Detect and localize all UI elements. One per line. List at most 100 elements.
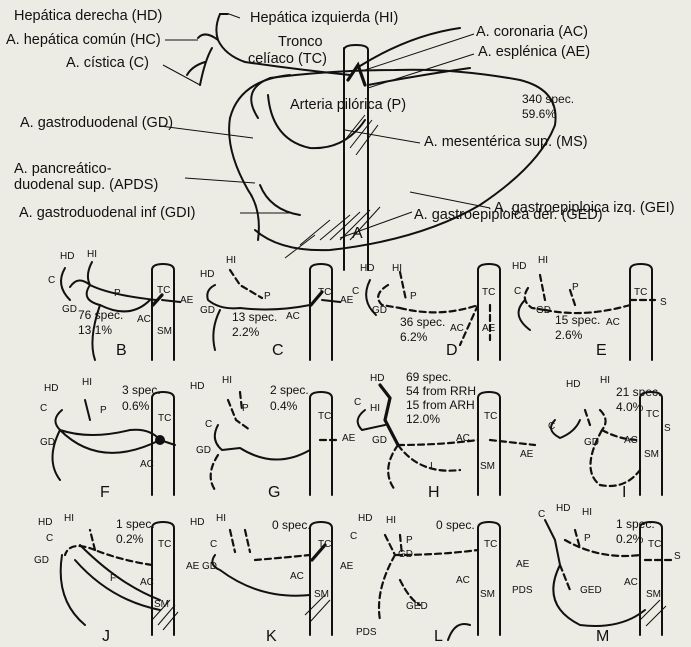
i-stat1: 21 spec. [616, 386, 661, 399]
panel-i-letter: I [622, 485, 626, 502]
k-tc: TC [318, 540, 331, 551]
g-hi: HI [222, 376, 232, 387]
e-hi: HI [538, 256, 548, 267]
label-duodenal-sup: duodenal sup. (APDS) [14, 178, 158, 193]
e-c: C [514, 287, 521, 298]
e-stat1: 15 spec. [555, 314, 600, 327]
b-sm: SM [157, 327, 172, 338]
d-hd: HD [360, 264, 374, 275]
d-gd: GD [372, 306, 387, 317]
label-gastroduodenal-inf: A. gastroduodenal inf (GDI) [19, 206, 196, 221]
label-mesenterica: A. mesentérica sup. (MS) [424, 135, 588, 150]
panel-i-vessels [551, 392, 662, 495]
h-stat2: 54 from RRH [406, 385, 476, 398]
panel-m-vessels [545, 520, 672, 635]
g-stat2: 0.4% [270, 400, 297, 413]
j-sm: SM [154, 600, 169, 611]
h-tc: TC [484, 412, 497, 423]
k-stat1: 0 spec. [272, 519, 311, 532]
i-tc: TC [646, 410, 659, 421]
j-tc: TC [158, 540, 171, 551]
g-hd: HD [190, 382, 204, 393]
h-ae: AE [520, 450, 533, 461]
h-stat3: 15 from ARH [406, 399, 475, 412]
b-stat1: 76 spec. [78, 309, 123, 322]
e-p: P [572, 283, 579, 294]
i-hi: HI [600, 376, 610, 387]
f-stat2: 0.6% [122, 400, 149, 413]
c-gd: GD [200, 306, 215, 317]
m-sm: SM [646, 590, 661, 601]
m-p: P [584, 534, 591, 545]
d-hi: HI [392, 264, 402, 275]
f-tc: TC [158, 414, 171, 425]
m-tc: TC [648, 540, 661, 551]
label-pancreatico: A. pancreático- [14, 162, 112, 177]
c-tc: TC [318, 288, 331, 299]
j-ac: AC [140, 578, 154, 589]
h-i: I [430, 462, 433, 473]
f-p: P [100, 406, 107, 417]
e-s: S [660, 298, 667, 309]
b-hi: HI [87, 250, 97, 261]
h-ac: AC [456, 434, 470, 445]
d-c: C [352, 287, 359, 298]
g-gd: GD [196, 446, 211, 457]
b-ac: AC [137, 315, 151, 326]
m-ac: AC [624, 578, 638, 589]
l-ae: AE [516, 560, 529, 571]
c-stat1: 13 spec. [232, 311, 277, 324]
f-hd: HD [44, 384, 58, 395]
b-p: P [114, 289, 121, 300]
label-hepatica-comun: A. hepática común (HC) [6, 33, 161, 48]
e-gd: GD [536, 306, 551, 317]
j-hd: HD [38, 518, 52, 529]
i-gd: GD [584, 438, 599, 449]
k-ac: AC [290, 572, 304, 583]
h-stat4: 12.0% [406, 413, 440, 426]
panel-f-vessels [53, 392, 176, 495]
k-hd: HD [190, 518, 204, 529]
l-stat1: 0 spec. [436, 519, 475, 532]
panel-h-letter: H [428, 485, 440, 502]
label-hepatica-derecha: Hepática derecha (HD) [14, 9, 162, 24]
b-hd: HD [60, 252, 74, 263]
h-stat1: 69 spec. [406, 371, 451, 384]
panel-g-letter: G [268, 485, 280, 502]
c-ae: AE [340, 296, 353, 307]
panel-f-letter: F [100, 485, 110, 502]
b-tc: TC [157, 286, 170, 297]
b-c: C [48, 276, 55, 287]
j-stat2: 0.2% [116, 533, 143, 546]
m-s: S [674, 552, 681, 563]
c-hi: HI [226, 256, 236, 267]
d-tc: TC [482, 288, 495, 299]
panel-l-vessels [379, 522, 500, 640]
c-stat2: 2.2% [232, 326, 259, 339]
stat-a-pct: 59.6% [522, 108, 556, 121]
l-gd: GD [398, 550, 413, 561]
m-ged: GED [580, 586, 602, 597]
label-esplenica: A. esplénica (AE) [478, 45, 590, 60]
i-ac: AC [624, 436, 638, 447]
d-stat1: 36 spec. [400, 316, 445, 329]
l-ac: AC [456, 576, 470, 587]
f-hi: HI [82, 378, 92, 389]
panel-a-letter: A [352, 226, 363, 243]
k-ae: AE [186, 562, 199, 573]
l-hi: HI [386, 516, 396, 527]
b-ae: AE [180, 296, 193, 307]
panel-c-letter: C [272, 343, 284, 360]
k-hi: HI [216, 514, 226, 525]
label-cistica: A. cística (C) [66, 56, 149, 71]
d-p: P [410, 292, 417, 303]
panel-d-letter: D [446, 343, 458, 360]
e-hd: HD [512, 262, 526, 273]
panel-k-letter: K [266, 629, 277, 646]
panel-k-vessels [212, 522, 332, 635]
f-ac: AC [140, 460, 154, 471]
h-gd: GD [372, 436, 387, 447]
i-hd: HD [566, 380, 580, 391]
m-pds: PDS [512, 586, 533, 597]
